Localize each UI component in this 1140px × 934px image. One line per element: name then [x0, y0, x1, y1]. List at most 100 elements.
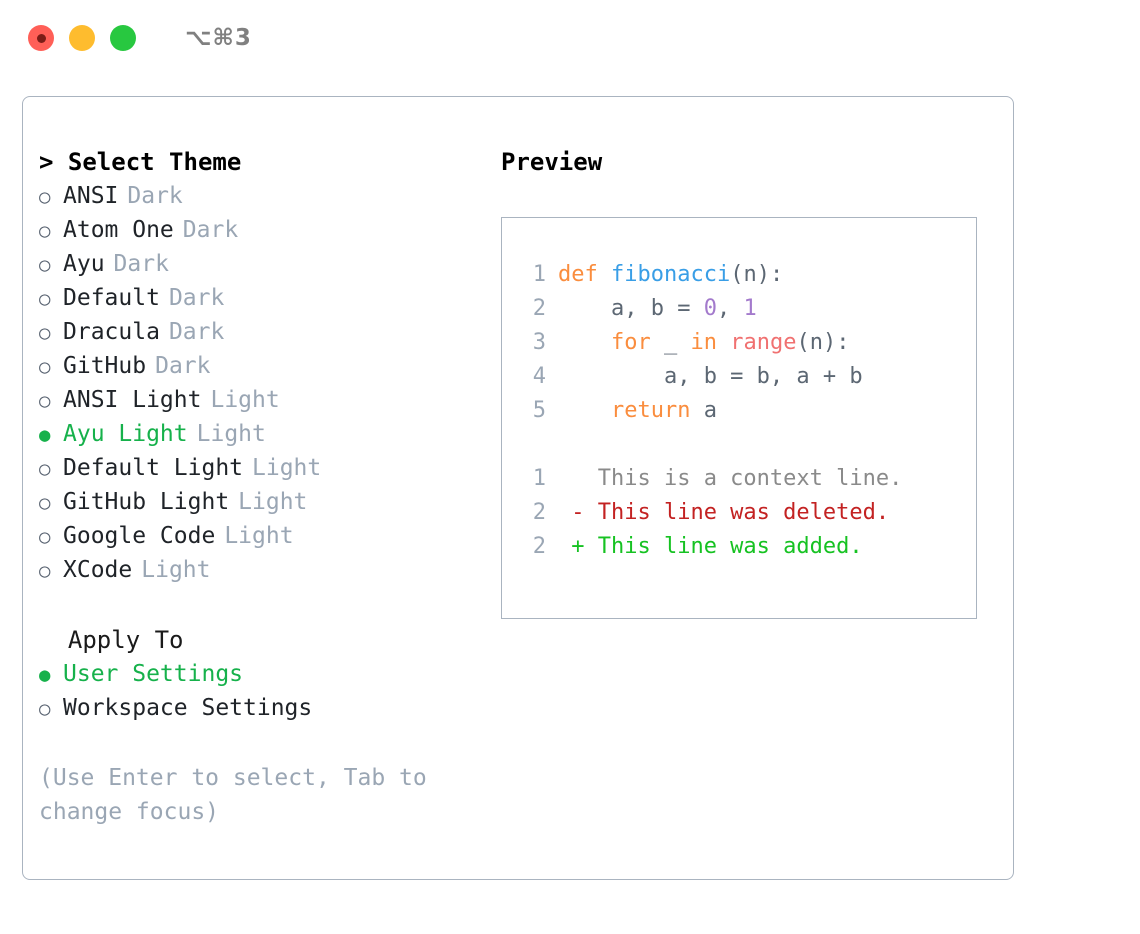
- theme-option-default-light[interactable]: ○ Default Light Light: [39, 451, 499, 485]
- radio-selected-icon: ●: [39, 424, 51, 446]
- radio-unselected-icon: ○: [39, 390, 51, 412]
- title-bar: ⌥⌘3: [0, 0, 1140, 76]
- theme-name: Google Code: [63, 523, 216, 549]
- diff-line-content: - This line was deleted.: [558, 496, 889, 530]
- code-line-content: a, b = b, a + b: [558, 360, 863, 394]
- token-num: 1: [743, 296, 757, 321]
- token-add: + This line was added.: [558, 534, 863, 559]
- theme-option-google-code[interactable]: ○ Google Code Light: [39, 519, 499, 553]
- code-line-content: def fibonacci(n):: [558, 258, 783, 292]
- code-line: 3 for _ in range(n):: [516, 326, 976, 360]
- theme-name: ANSI Light: [63, 387, 202, 413]
- line-number: 2: [532, 534, 546, 559]
- apply-option-user-settings[interactable]: ● User Settings: [39, 657, 499, 691]
- apply-option-label: User Settings: [63, 661, 244, 687]
- theme-name: Atom One: [63, 217, 174, 243]
- line-number: 5: [532, 398, 546, 423]
- token-pl: [558, 330, 611, 355]
- keyboard-shortcut-label: ⌥⌘3: [185, 25, 252, 51]
- radio-unselected-icon: ○: [39, 356, 51, 378]
- theme-name: XCode: [63, 557, 133, 583]
- theme-kind-badge: Light: [196, 421, 266, 447]
- radio-unselected-icon: ○: [39, 322, 51, 344]
- code-line: 2 a, b = 0, 1: [516, 292, 976, 326]
- radio-unselected-icon: ○: [39, 220, 51, 242]
- radio-unselected-icon: ○: [39, 186, 51, 208]
- apply-option-label: Workspace Settings: [63, 695, 313, 721]
- theme-kind-badge: Light: [238, 489, 308, 515]
- theme-name: Ayu Light: [63, 421, 188, 447]
- code-line-content: a, b = 0, 1: [558, 292, 757, 326]
- token-pl: [558, 398, 611, 423]
- code-line: 1 def fibonacci(n):: [516, 258, 976, 292]
- token-fn: fibonacci: [610, 262, 731, 287]
- token-pl: a, b = b, a + b: [558, 364, 863, 389]
- radio-selected-icon: ●: [39, 664, 51, 686]
- line-number: 1: [532, 262, 546, 287]
- diff-line: 2 - This line was deleted.: [516, 496, 976, 530]
- theme-name: Dracula: [63, 319, 160, 345]
- theme-kind-badge: Light: [252, 455, 322, 481]
- line-number: 2: [532, 500, 546, 525]
- theme-option-ayu-light[interactable]: ● Ayu Light Light: [39, 417, 499, 451]
- radio-unselected-icon: ○: [39, 560, 51, 582]
- theme-option-dracula[interactable]: ○ Dracula Dark: [39, 315, 499, 349]
- token-num: 0: [703, 296, 717, 321]
- maximize-button[interactable]: [110, 25, 136, 51]
- theme-kind-badge: Dark: [168, 285, 225, 311]
- diff-line-content: + This line was added.: [558, 530, 863, 564]
- apply-to-list: ● User Settings ○ Workspace Settings: [39, 657, 499, 725]
- theme-kind-badge: Dark: [127, 183, 183, 209]
- theme-name: Default Light: [63, 455, 244, 481]
- diff-line: 2 + This line was added.: [516, 530, 976, 564]
- radio-unselected-icon: ○: [39, 492, 51, 514]
- theme-name: ANSI: [63, 183, 119, 209]
- diff-line: 1 This is a context line.: [516, 462, 976, 496]
- code-line: 5 return a: [516, 394, 976, 428]
- theme-kind-badge: Light: [224, 523, 294, 549]
- code-line-content: return a: [558, 394, 717, 428]
- apply-to-heading: Apply To: [39, 626, 184, 654]
- theme-kind-badge: Dark: [168, 319, 225, 345]
- select-theme-heading: > Select Theme: [39, 148, 242, 176]
- radio-unselected-icon: ○: [39, 288, 51, 310]
- theme-option-xcode[interactable]: ○ XCode Light: [39, 553, 499, 587]
- token-ctx: This is a context line.: [558, 466, 903, 491]
- radio-unselected-icon: ○: [39, 526, 51, 548]
- radio-unselected-icon: ○: [39, 254, 51, 276]
- diff-sample: 1 This is a context line.2 - This line w…: [516, 462, 976, 564]
- token-pl: a: [690, 398, 717, 423]
- theme-option-atom-one[interactable]: ○ Atom One Dark: [39, 213, 499, 247]
- theme-kind-badge: Dark: [113, 251, 169, 277]
- apply-to-section: Apply To ● User Settings ○ Workspace Settin…: [39, 623, 499, 725]
- token-pl: (n):: [796, 330, 850, 355]
- line-number: 3: [532, 330, 546, 355]
- minimize-button[interactable]: [69, 25, 95, 51]
- token-pl: ,: [716, 296, 744, 321]
- theme-name: GitHub: [63, 353, 147, 379]
- token-pl: [717, 330, 730, 355]
- radio-unselected-icon: ○: [39, 458, 51, 480]
- radio-unselected-icon: ○: [39, 698, 51, 720]
- line-number: 4: [532, 364, 546, 389]
- line-number: 2: [532, 296, 546, 321]
- close-button[interactable]: [28, 25, 54, 51]
- theme-kind-badge: Dark: [182, 217, 239, 243]
- line-number: 1: [532, 466, 546, 491]
- token-pl: _: [650, 330, 691, 355]
- theme-kind-badge: Light: [141, 557, 211, 583]
- apply-option-workspace-settings[interactable]: ○ Workspace Settings: [39, 691, 499, 725]
- token-pl: a, b =: [558, 296, 704, 321]
- theme-option-ansi[interactable]: ○ ANSI Dark: [39, 179, 499, 213]
